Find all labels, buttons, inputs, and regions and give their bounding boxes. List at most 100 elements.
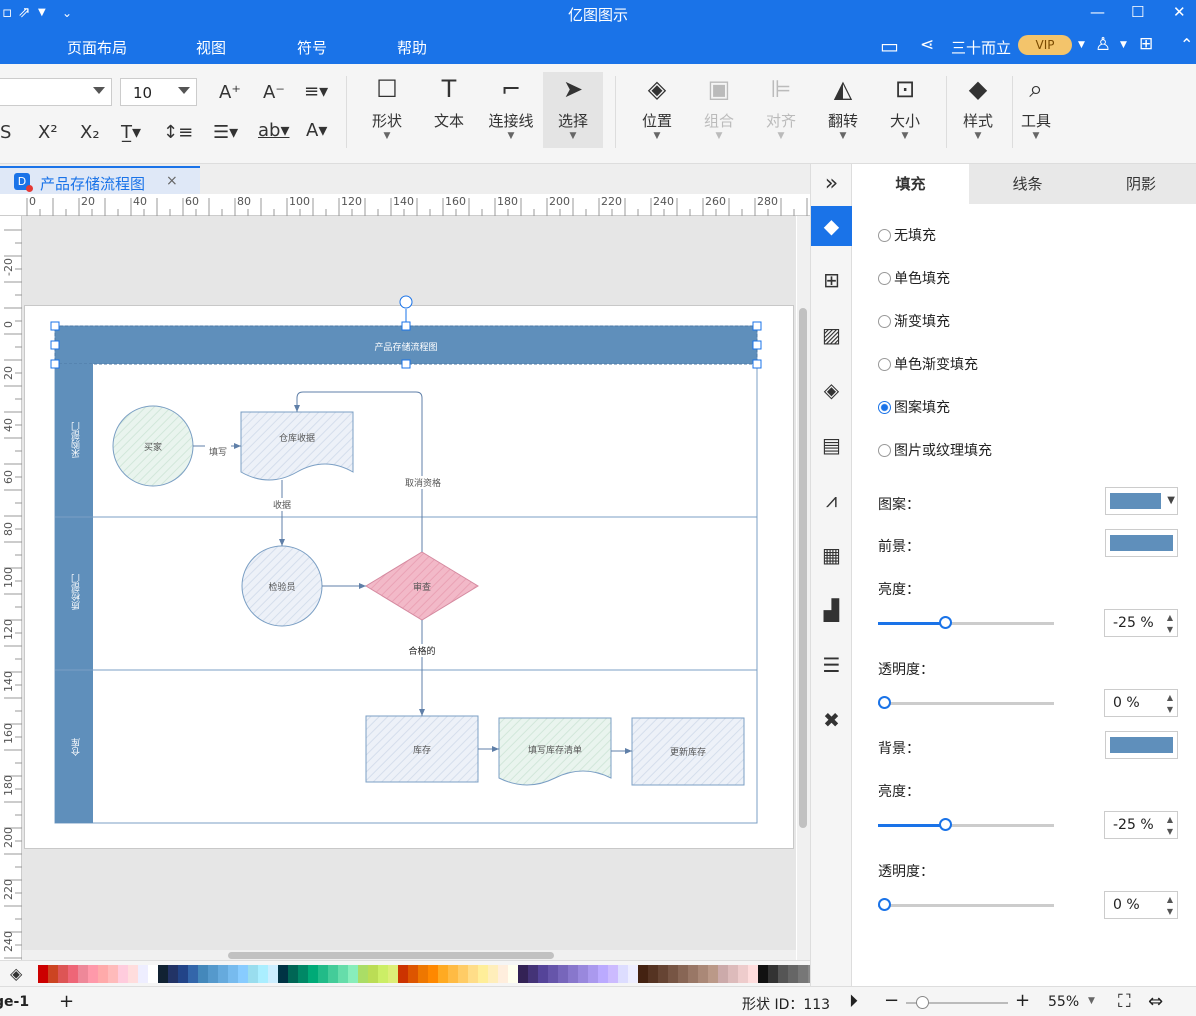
color-swatch[interactable] [598, 965, 608, 983]
selection-handles[interactable] [50, 321, 762, 369]
color-swatch[interactable] [78, 965, 88, 983]
add-page-button[interactable]: + [59, 991, 75, 1012]
spin-down-icon[interactable]: ▼ [1166, 907, 1173, 916]
color-swatch[interactable] [408, 965, 418, 983]
connectors[interactable] [193, 391, 632, 754]
node-inventory-list[interactable] [498, 717, 612, 786]
color-swatch[interactable] [298, 965, 308, 983]
zoom-slider[interactable] [906, 996, 1008, 1009]
color-swatch[interactable] [258, 965, 268, 983]
tab-document[interactable]: D 产品存储流程图 × [0, 166, 200, 194]
radio-gradient-fill[interactable]: 渐变填充 [878, 311, 950, 333]
rotate-handle[interactable] [399, 295, 413, 309]
line-spacing-icon[interactable]: ↕≡ [163, 122, 194, 143]
color-swatch[interactable] [178, 965, 188, 983]
color-swatch[interactable] [688, 965, 698, 983]
increase-font-icon[interactable]: A⁺ [219, 82, 241, 103]
text-button[interactable]: T 文本 [419, 72, 479, 148]
font-color-icon[interactable]: A▾ [306, 120, 328, 141]
color-swatch[interactable] [148, 965, 158, 983]
style-button[interactable]: ◆ 样式 ▼ [948, 72, 1008, 148]
slider-knob[interactable] [939, 616, 952, 629]
menu-symbol[interactable]: 符号 [297, 39, 328, 57]
node-receipt[interactable] [240, 411, 354, 481]
color-swatch[interactable] [678, 965, 688, 983]
pattern-select[interactable]: ▼ [1105, 487, 1178, 515]
play-icon[interactable]: ⏵ [849, 991, 858, 1012]
outline-panel-icon[interactable]: ☰ [822, 653, 841, 677]
color-swatch[interactable] [278, 965, 288, 983]
color-swatch[interactable] [568, 965, 578, 983]
layers-panel-icon[interactable]: ◈ [823, 378, 840, 402]
connector-button[interactable]: ⌐ 连接线 ▼ [481, 72, 541, 148]
vip-badge[interactable]: VIP [1018, 35, 1072, 55]
color-swatch[interactable] [798, 965, 808, 983]
collapse-ribbon-icon[interactable]: ⌃ [1180, 35, 1194, 54]
color-swatch[interactable] [368, 965, 378, 983]
spin-up-icon[interactable]: ▲ [1166, 693, 1173, 702]
tools-button[interactable]: ⌕ 工具 ▼ [1006, 72, 1066, 148]
color-swatch[interactable] [138, 965, 148, 983]
shape-data-icon[interactable]: ▟ [823, 598, 840, 622]
color-swatch[interactable] [758, 965, 768, 983]
color-swatch[interactable] [358, 965, 368, 983]
fg-transparency-slider[interactable] [878, 696, 1054, 709]
color-swatch[interactable] [168, 965, 178, 983]
color-swatch[interactable] [98, 965, 108, 983]
chevron-down-icon[interactable]: ▼ [38, 7, 46, 18]
collapse-panel-icon[interactable]: » [824, 171, 839, 196]
spin-up-icon[interactable]: ▲ [1166, 613, 1173, 622]
node-stock[interactable] [365, 715, 479, 783]
maximize-icon[interactable]: ☐ [1131, 3, 1145, 21]
menu-page-layout[interactable]: 页面布局 [67, 39, 128, 57]
bg-transparency-slider[interactable] [878, 898, 1054, 911]
spin-up-icon[interactable]: ▲ [1166, 815, 1173, 824]
bg-brightness-slider[interactable] [878, 818, 1054, 831]
color-swatch[interactable] [478, 965, 488, 983]
share-icon[interactable]: ⋖ [920, 35, 935, 55]
color-swatch[interactable] [318, 965, 328, 983]
color-swatch[interactable] [708, 965, 718, 983]
color-swatch[interactable] [718, 965, 728, 983]
menu-help[interactable]: 帮助 [397, 39, 428, 57]
color-swatch[interactable] [268, 965, 278, 983]
color-swatch[interactable] [308, 965, 318, 983]
vertical-scrollbar[interactable] [797, 216, 810, 960]
radio-pattern-fill[interactable]: 图案填充 [878, 397, 950, 419]
align-button[interactable]: ⊫ 对齐 ▼ [751, 72, 811, 148]
color-swatch[interactable] [768, 965, 778, 983]
skin-chevron-icon[interactable]: ▼ [1120, 40, 1127, 50]
color-swatch[interactable] [48, 965, 58, 983]
color-swatch[interactable] [488, 965, 498, 983]
radio-texture-fill[interactable]: 图片或纹理填充 [878, 440, 992, 462]
spin-up-icon[interactable]: ▲ [1166, 895, 1173, 904]
color-swatch[interactable] [728, 965, 738, 983]
symbols-panel-icon[interactable]: ⊞ [823, 268, 840, 292]
tab-shadow[interactable]: 阴影 [1125, 175, 1156, 193]
navigation-panel-icon[interactable]: ✖ [823, 708, 840, 732]
decrease-font-icon[interactable]: A⁻ [263, 82, 285, 103]
save-icon[interactable]: ▫ [2, 3, 13, 21]
color-swatch[interactable] [238, 965, 248, 983]
color-swatch[interactable] [438, 965, 448, 983]
color-swatch[interactable] [498, 965, 508, 983]
chart-panel-icon[interactable]: ⩘ [825, 488, 838, 512]
node-update-stock[interactable] [631, 717, 745, 786]
color-swatch[interactable] [208, 965, 218, 983]
color-swatch[interactable] [608, 965, 618, 983]
color-swatch[interactable] [558, 965, 568, 983]
color-swatch[interactable] [778, 965, 788, 983]
fill-panel-icon[interactable]: ◆ [811, 206, 852, 246]
export-icon[interactable]: ⇗ [18, 3, 31, 21]
color-swatch[interactable] [458, 965, 468, 983]
fill-bucket-icon[interactable]: ◈ [10, 964, 23, 983]
radio-solid-fill[interactable]: 单色填充 [878, 268, 950, 290]
color-swatch[interactable] [418, 965, 428, 983]
spin-down-icon[interactable]: ▼ [1166, 625, 1173, 634]
color-swatch[interactable] [668, 965, 678, 983]
color-swatches[interactable] [38, 965, 878, 983]
color-swatch[interactable] [38, 965, 48, 983]
user-chevron-icon[interactable]: ▼ [1078, 40, 1085, 50]
swimlane-header[interactable] [54, 325, 758, 365]
minimize-icon[interactable]: — [1090, 3, 1105, 21]
